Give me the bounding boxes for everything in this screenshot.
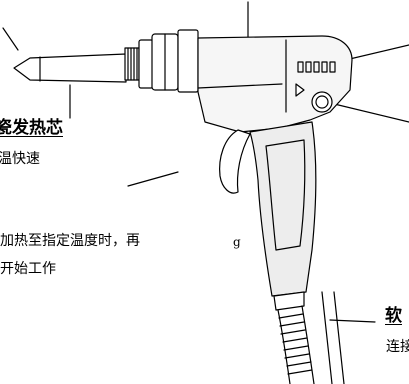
hose-left-edge xyxy=(277,309,291,384)
leader-line-trigger xyxy=(127,171,179,187)
hose-connector xyxy=(273,291,305,311)
leader-line-button xyxy=(325,101,409,123)
hose-description: 连接 xyxy=(386,339,409,355)
hose-right-edge xyxy=(301,305,315,384)
hose-title: 软 xyxy=(385,306,402,326)
heating-description-line-1: 加热至指定温度时，再 xyxy=(0,233,140,249)
handle-grip xyxy=(249,121,317,297)
heater-title: 瓷发热芯 xyxy=(0,118,63,138)
small-mark: g xyxy=(233,235,241,249)
cable-left-edge xyxy=(321,291,333,384)
heater-description: 温快速 xyxy=(0,151,40,167)
nozzle-tip xyxy=(13,53,127,83)
hose-rings xyxy=(278,313,313,375)
clamp-ring-front xyxy=(138,39,154,89)
control-button-inner xyxy=(315,95,329,109)
button-indicator-arrow xyxy=(295,83,305,97)
coupling-threads xyxy=(127,47,138,81)
grip-panel xyxy=(265,139,306,251)
control-button xyxy=(311,91,333,113)
heating-description-line-2: 开始工作 xyxy=(0,261,56,277)
vent-slots xyxy=(297,61,336,73)
cable-right-edge xyxy=(333,291,345,384)
trigger xyxy=(219,129,251,194)
clamp-fin xyxy=(177,29,199,93)
body-seam-line-2 xyxy=(197,83,283,89)
leader-line-tip xyxy=(2,27,19,51)
